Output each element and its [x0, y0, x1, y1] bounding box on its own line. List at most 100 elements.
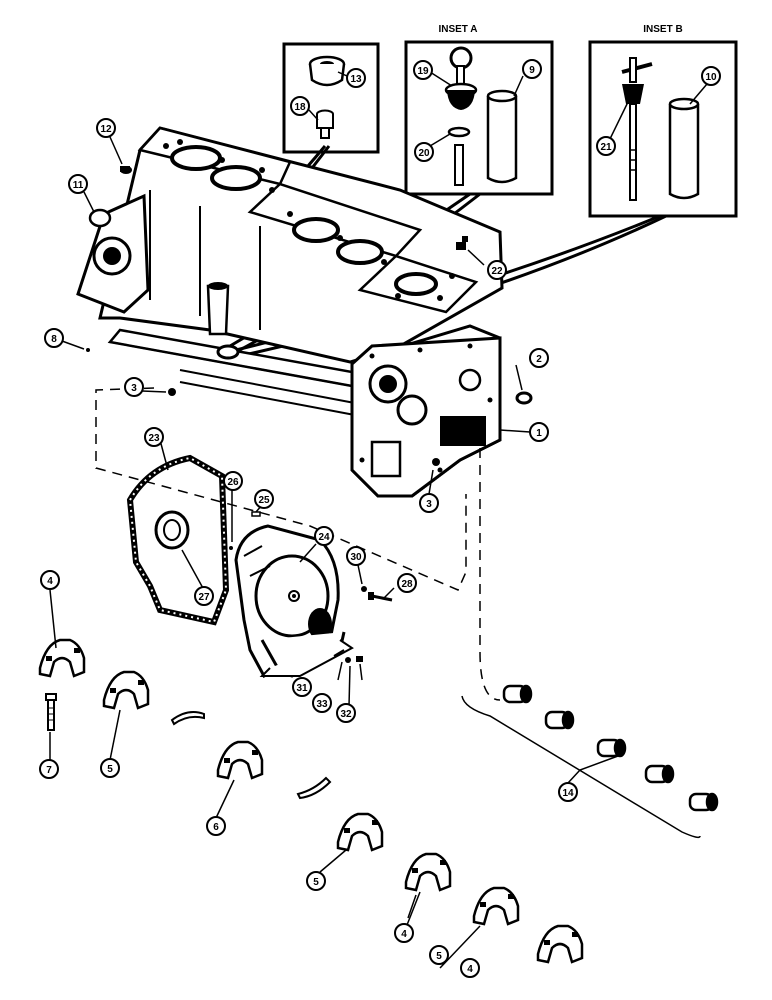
- svg-text:25: 25: [258, 495, 270, 506]
- callout-18: 18: [290, 96, 310, 116]
- callout-23: 23: [144, 427, 164, 447]
- bearing-cap-4-left: [38, 638, 86, 678]
- dashed-group-lines: [95, 387, 501, 701]
- svg-text:5: 5: [436, 951, 442, 962]
- callout-5-right: 5: [429, 945, 449, 965]
- svg-text:26: 26: [227, 477, 239, 488]
- part-25-pin: [251, 511, 261, 517]
- part-10-tube: [668, 97, 700, 200]
- svg-text:4: 4: [401, 929, 407, 940]
- svg-text:24: 24: [318, 532, 330, 543]
- svg-text:8: 8: [51, 334, 57, 345]
- svg-text:3: 3: [131, 383, 137, 394]
- inset-b-title: INSET B: [643, 24, 682, 35]
- callout-6: 6: [206, 816, 226, 836]
- callout-1: 1: [529, 422, 549, 442]
- part-13-seal: [308, 55, 346, 87]
- svg-text:4: 4: [47, 576, 53, 587]
- bearing-group-bracket: [461, 695, 701, 839]
- callout-32: 32: [336, 703, 356, 723]
- thrust-washer-lower: [296, 776, 332, 800]
- svg-text:5: 5: [313, 877, 319, 888]
- part-23-gasket: [126, 454, 230, 626]
- callout-21: 21: [596, 136, 616, 156]
- svg-text:11: 11: [73, 180, 84, 191]
- callout-26: 26: [223, 471, 243, 491]
- camshaft-bearings-14: [502, 684, 719, 812]
- callout-7: 7: [39, 759, 59, 779]
- svg-text:33: 33: [316, 699, 328, 710]
- part-19-dipstick-cap: [444, 46, 478, 110]
- callout-20: 20: [414, 142, 434, 162]
- part-12-plug: [120, 166, 132, 174]
- callout-13: 13: [346, 68, 366, 88]
- svg-text:6: 6: [213, 822, 219, 833]
- part-8-pin: [86, 348, 90, 352]
- callout-4-left: 4: [40, 570, 60, 590]
- callout-24: 24: [314, 526, 334, 546]
- svg-text:14: 14: [562, 788, 574, 799]
- callout-leaders: [49, 71, 708, 969]
- callout-12: 12: [96, 118, 116, 138]
- dipstick-blade: [454, 144, 464, 186]
- part-9-tube: [486, 89, 518, 184]
- svg-text:21: 21: [600, 142, 612, 153]
- bearing-cap-4-right: [536, 924, 584, 964]
- svg-text:4: 4: [467, 964, 473, 975]
- bolt-7: [45, 693, 57, 731]
- svg-text:3: 3: [426, 499, 432, 510]
- part-31-33-32-fasteners: [333, 649, 363, 663]
- callouts: 1 2 3 3 4 4 4 5 5 5 6 7 8 9 10 11 12 13 …: [39, 59, 721, 978]
- callout-8: 8: [44, 328, 64, 348]
- thrust-washer-upper: [170, 711, 205, 726]
- callout-2: 2: [529, 348, 549, 368]
- callout-4-middle: 4: [394, 923, 414, 943]
- engine-block: [76, 126, 504, 498]
- bearing-cap-5-middle: [336, 812, 384, 852]
- part-24-timing-cover: [234, 524, 354, 678]
- part-2-plug: [515, 391, 533, 405]
- bearing-cap-5-left: [102, 670, 150, 710]
- bearing-cap-6: [216, 740, 264, 780]
- svg-text:32: 32: [340, 709, 352, 720]
- callout-14: 14: [558, 782, 578, 802]
- inset-top-left: [282, 42, 380, 154]
- part-27-seal: [154, 510, 190, 550]
- callout-31: 31: [292, 677, 312, 697]
- part-22-fitting: [456, 236, 468, 250]
- svg-text:22: 22: [491, 266, 503, 277]
- svg-text:23: 23: [148, 433, 160, 444]
- callout-25: 25: [254, 489, 274, 509]
- svg-text:1: 1: [536, 428, 542, 439]
- callout-9: 9: [522, 59, 542, 79]
- inset-a-title: INSET A: [438, 24, 477, 35]
- svg-text:7: 7: [46, 765, 52, 776]
- svg-text:19: 19: [417, 66, 429, 77]
- part-18-nipple: [316, 109, 334, 139]
- part-28-bolt: [368, 592, 393, 602]
- part-11-cap: [88, 208, 112, 228]
- svg-text:31: 31: [296, 683, 308, 694]
- svg-text:2: 2: [536, 354, 542, 365]
- part-3-plug-upper: [168, 388, 176, 396]
- callout-3-lower: 3: [419, 493, 439, 513]
- svg-text:9: 9: [529, 65, 535, 76]
- part-30-washer: [361, 586, 367, 592]
- part-21-dipstick: [621, 57, 653, 201]
- svg-text:27: 27: [198, 592, 210, 603]
- svg-text:10: 10: [705, 72, 717, 83]
- callout-22: 22: [487, 260, 507, 280]
- svg-text:18: 18: [294, 102, 306, 113]
- svg-text:5: 5: [107, 764, 113, 775]
- svg-text:30: 30: [350, 552, 362, 563]
- callout-10: 10: [701, 66, 721, 86]
- callout-4-right: 4: [460, 958, 480, 978]
- callout-30: 30: [346, 546, 366, 566]
- callout-33: 33: [312, 693, 332, 713]
- svg-text:12: 12: [100, 124, 112, 135]
- callout-5-left: 5: [100, 758, 120, 778]
- callout-3-upper: 3: [124, 377, 144, 397]
- svg-text:13: 13: [350, 74, 362, 85]
- part-3-plug-lower: [432, 458, 440, 466]
